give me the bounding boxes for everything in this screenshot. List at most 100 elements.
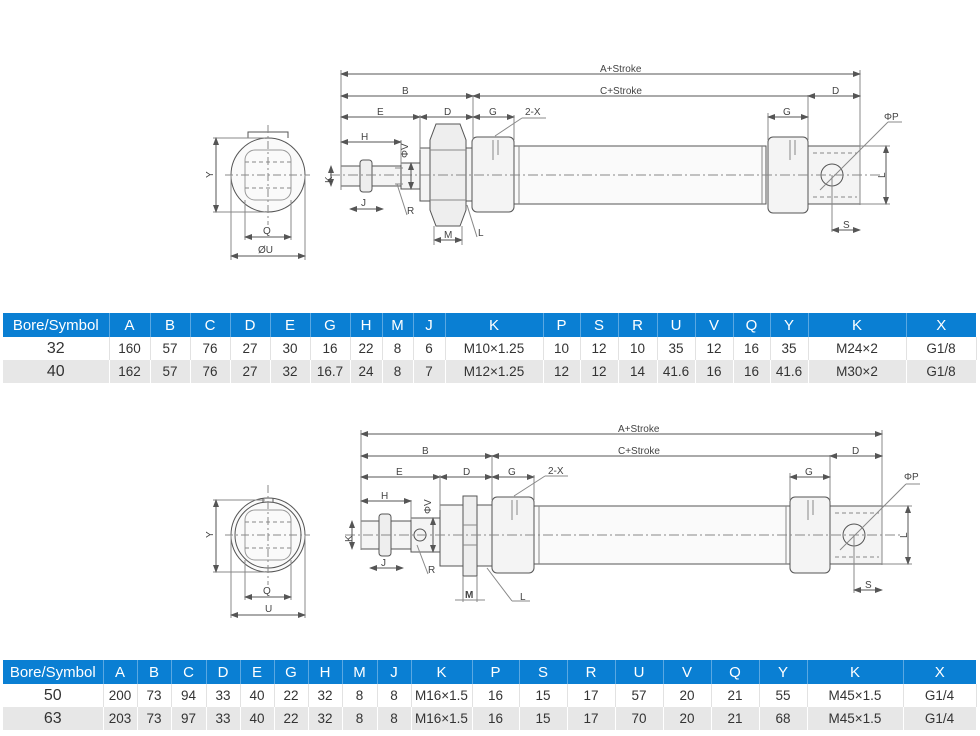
- dimension-table-32-40: Bore/Symbol A B C D E G H M J K P S R U …: [3, 313, 977, 383]
- table-cell: M30×2: [808, 360, 907, 383]
- header-cell: J: [377, 660, 412, 684]
- table-cell: 16: [310, 337, 351, 360]
- table-cell: 162: [109, 360, 151, 383]
- header-cell: R: [618, 313, 658, 337]
- table-cell: 32: [308, 684, 343, 707]
- table-cell: 10: [543, 337, 581, 360]
- table-cell: 16: [472, 684, 520, 707]
- dim-label-h: H: [381, 491, 388, 502]
- dim-label-s: S: [865, 580, 872, 591]
- dim-label-d: D: [463, 467, 470, 478]
- header-cell: K: [445, 313, 544, 337]
- cylinder-drawing-32-40: A+Stroke C+Stroke B E D G 2-X H ΦV K J R…: [205, 64, 902, 260]
- table-cell: 73: [137, 707, 172, 730]
- dim-label-l-right: L: [877, 172, 888, 178]
- table-cell: M45×1.5: [807, 707, 904, 730]
- header-cell: D: [230, 313, 271, 337]
- table-cell: M16×1.5: [411, 707, 473, 730]
- table-cell: M16×1.5: [411, 684, 473, 707]
- table-row: 50 200 73 94 33 40 22 32 8 8 M16×1.5 16 …: [3, 684, 977, 707]
- dim-label-a-stroke: A+Stroke: [618, 424, 660, 435]
- table-cell: 27: [230, 337, 271, 360]
- table-cell: 21: [711, 707, 760, 730]
- table-cell: 27: [230, 360, 271, 383]
- table-cell: 57: [150, 337, 191, 360]
- header-cell: P: [472, 660, 520, 684]
- dim-label-d: D: [444, 107, 451, 118]
- table-cell: 6: [413, 337, 446, 360]
- table-cell: 10: [618, 337, 658, 360]
- header-cell: P: [543, 313, 581, 337]
- table-cell: 8: [342, 684, 378, 707]
- header-cell: Y: [759, 660, 808, 684]
- header-cell: X: [906, 313, 976, 337]
- side-view-2: [345, 430, 920, 602]
- header-cell: Y: [770, 313, 809, 337]
- table-cell: 12: [580, 337, 619, 360]
- table-cell: 8: [342, 707, 378, 730]
- dim-label-e: E: [396, 467, 403, 478]
- table-cell: 22: [274, 707, 309, 730]
- dim-label-l: L: [520, 592, 526, 603]
- table-cell: 32: [308, 707, 343, 730]
- header-cell: M: [342, 660, 378, 684]
- dim-label-c-stroke: C+Stroke: [618, 446, 660, 457]
- table-cell: 35: [657, 337, 696, 360]
- table-cell: 94: [171, 684, 207, 707]
- header-cell: G: [274, 660, 309, 684]
- table-cell: 76: [190, 337, 231, 360]
- table-cell: 32: [3, 337, 110, 360]
- table-cell: M45×1.5: [807, 684, 904, 707]
- dim-label-l-right: L: [899, 532, 910, 538]
- table-cell: 17: [567, 684, 616, 707]
- dim-label-g-right: G: [805, 467, 813, 478]
- dim-label-u: ØU: [258, 245, 273, 256]
- dim-label-b: B: [422, 446, 429, 457]
- header-cell: K: [808, 313, 907, 337]
- table-cell: 7: [413, 360, 446, 383]
- dim-label-m: M: [465, 590, 473, 601]
- table-cell: 8: [377, 684, 412, 707]
- dim-label-m: M: [444, 230, 452, 241]
- table-cell: 20: [663, 684, 712, 707]
- table-cell: 24: [350, 360, 383, 383]
- header-cell: H: [350, 313, 383, 337]
- table-cell: 57: [615, 684, 664, 707]
- header-cell: C: [171, 660, 207, 684]
- dim-label-d-right: D: [832, 86, 839, 97]
- dim-label-c-stroke: C+Stroke: [600, 86, 642, 97]
- dim-label-x: 2-X: [525, 107, 541, 118]
- table-cell: 33: [206, 707, 241, 730]
- table-cell: 30: [270, 337, 311, 360]
- table-cell: 73: [137, 684, 172, 707]
- table-row: 32 160 57 76 27 30 16 22 8 6 M10×1.25 10…: [3, 337, 977, 360]
- header-cell: Q: [711, 660, 760, 684]
- header-cell: K: [411, 660, 473, 684]
- dim-label-g: G: [489, 107, 497, 118]
- table-cell: 97: [171, 707, 207, 730]
- table-cell: 35: [770, 337, 809, 360]
- dim-label-k: K: [324, 176, 335, 183]
- header-cell: C: [190, 313, 231, 337]
- header-cell: K: [807, 660, 904, 684]
- table-cell: 22: [350, 337, 383, 360]
- header-cell: D: [206, 660, 241, 684]
- table-header-row: Bore/Symbol A B C D E G H M J K P S R U …: [3, 660, 976, 684]
- header-cell: H: [308, 660, 343, 684]
- header-cell: B: [150, 313, 191, 337]
- table-row: 40 162 57 76 27 32 16.7 24 8 7 M12×1.25 …: [3, 360, 977, 383]
- table-header-row: Bore/Symbol A B C D E G H M J K P S R U …: [3, 313, 976, 337]
- table-cell: 12: [543, 360, 581, 383]
- table-cell: 12: [695, 337, 734, 360]
- table-cell: 8: [377, 707, 412, 730]
- table-cell: 20: [663, 707, 712, 730]
- dim-label-q: Q: [263, 226, 271, 237]
- table-cell: 40: [240, 684, 275, 707]
- header-cell: Q: [733, 313, 771, 337]
- dim-label-h: H: [361, 132, 368, 143]
- dim-label-e: E: [377, 107, 384, 118]
- dim-label-d-right: D: [852, 446, 859, 457]
- dim-label-g-right: G: [783, 107, 791, 118]
- dim-label-v: ΦV: [400, 143, 411, 158]
- header-cell: A: [103, 660, 138, 684]
